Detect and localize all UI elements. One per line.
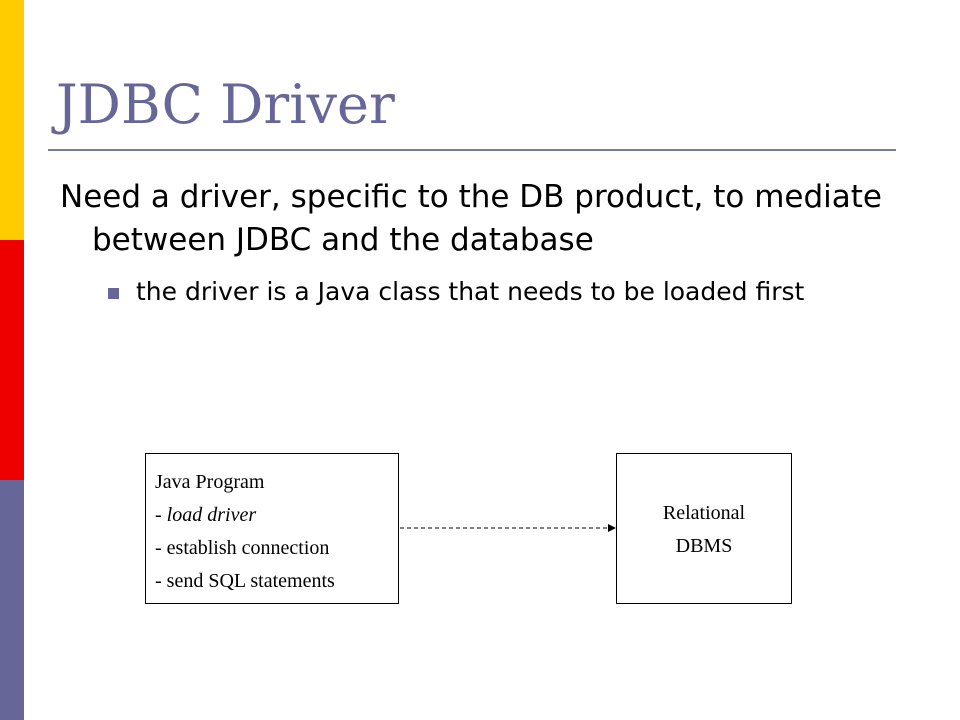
main-bullet-text: Need a driver, specific to the DB produc…: [60, 179, 882, 258]
slide-title: JDBC Driver: [56, 73, 395, 136]
java-program-box: Java Program - load driver - establish c…: [145, 453, 399, 604]
java-program-step-connect: - establish connection: [155, 537, 330, 559]
dbms-label-line1: Relational: [662, 502, 746, 524]
sub-bullet-text: the driver is a Java class that needs to…: [136, 277, 805, 306]
square-bullet-icon: [108, 288, 119, 299]
arrow-head-icon: [608, 524, 616, 532]
accent-bar-purple: [0, 480, 24, 720]
java-program-step-load: - load driver: [155, 499, 398, 532]
step-dash: -: [155, 504, 167, 526]
dashed-connector-arrow: [400, 524, 616, 532]
title-underline: [48, 149, 896, 151]
accent-bar-red: [0, 240, 24, 480]
accent-bar-yellow: [0, 0, 24, 240]
relational-dbms-box: Relational DBMS: [616, 453, 792, 604]
java-program-step-sql: - send SQL statements: [155, 570, 335, 592]
dbms-label-line2: DBMS: [675, 535, 733, 557]
java-program-heading: Java Program: [155, 471, 265, 493]
load-driver-text: load driver: [166, 504, 257, 526]
